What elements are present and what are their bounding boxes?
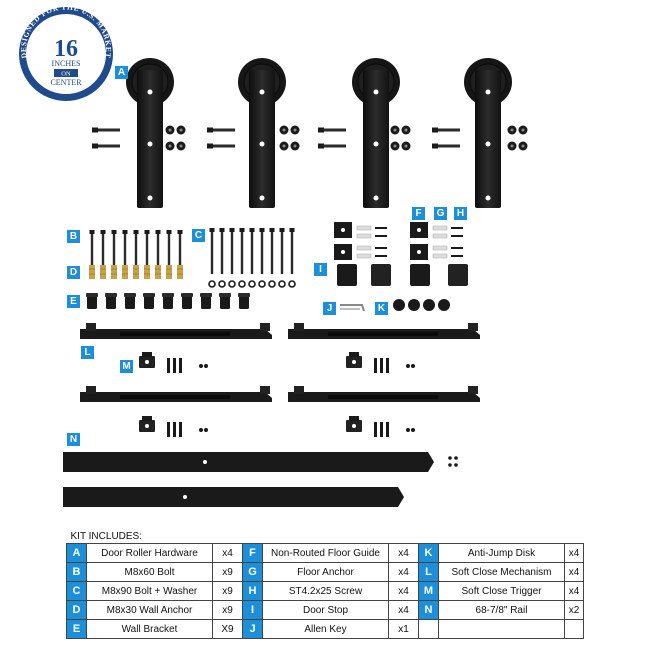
kit-item-qty: x1: [388, 619, 419, 639]
kit-letter: J: [242, 619, 263, 639]
part-i-door-stops: [337, 264, 468, 286]
table-row: A Door Roller Hardware x4 F Non-Routed F…: [66, 543, 585, 563]
callout-g: G: [434, 207, 447, 220]
part-fgh-floor-guides: [334, 222, 463, 260]
kit-item-name: Soft Close Mechanism: [438, 562, 565, 582]
part-c-bolts-washers: [208, 228, 296, 288]
table-row: C M8x90 Bolt + Washer x9 H ST4.2x25 Scre…: [66, 581, 585, 601]
kit-item-name: M8x60 Bolt: [86, 562, 213, 582]
part-a-door-rollers: [92, 57, 528, 209]
kit-letter: N: [418, 600, 439, 620]
callout-c: C: [192, 229, 205, 242]
callout-i: I: [314, 263, 327, 276]
kit-letter: A: [66, 543, 87, 563]
kit-item-name: Soft Close Trigger: [438, 581, 565, 601]
kit-letter: E: [66, 619, 87, 639]
kit-item-qty: x4: [212, 543, 243, 563]
kit-item-name: Door Stop: [262, 600, 389, 620]
kit-item-name: Floor Anchor: [262, 562, 389, 582]
kit-item-name-empty: [438, 619, 565, 639]
kit-item-name: Door Roller Hardware: [86, 543, 213, 563]
kit-letter: D: [66, 600, 87, 620]
callout-k: K: [375, 302, 388, 315]
kit-item-qty: x9: [212, 562, 243, 582]
kit-item-qty: x4: [388, 600, 419, 620]
kit-item-qty: x9: [212, 581, 243, 601]
kit-item-name: Wall Bracket: [86, 619, 213, 639]
hardware-illustration: DESIGNED FOR THE U.S. MARKET 16 INCHES O…: [19, 2, 528, 507]
kit-letter: H: [242, 581, 263, 601]
kit-letter: C: [66, 581, 87, 601]
kit-item-name: ST4.2x25 Screw: [262, 581, 389, 601]
callout-j: J: [323, 302, 336, 315]
part-k-anti-jump-disks: [393, 299, 450, 311]
part-d-wall-anchors: [88, 264, 184, 280]
callout-b: B: [67, 230, 80, 243]
callout-f: F: [412, 207, 425, 220]
kit-item-name: Allen Key: [262, 619, 389, 639]
kit-item-qty: x9: [212, 600, 243, 620]
kit-item-qty-empty: [563, 619, 585, 639]
kit-letter: B: [66, 562, 87, 582]
kit-item-qty: x4: [388, 543, 419, 563]
badge-line1: INCHES: [52, 59, 81, 68]
kit-item-qty: x4: [388, 581, 419, 601]
kit-item-qty: X9: [212, 619, 243, 639]
kit-letter: F: [242, 543, 263, 563]
table-row: B M8x60 Bolt x9 G Floor Anchor x4 L Soft…: [66, 562, 585, 582]
callout-a: A: [115, 66, 128, 79]
kit-item-name: Non-Routed Floor Guide: [262, 543, 389, 563]
kit-letter: G: [242, 562, 263, 582]
callout-e: E: [67, 295, 80, 308]
kit-item-name: Anti-Jump Disk: [438, 543, 565, 563]
kit-includes-table: KIT INCLUDES: A Door Roller Hardware x4 …: [66, 530, 585, 639]
callout-h: H: [454, 207, 467, 220]
part-e-wall-brackets: [86, 293, 250, 309]
kit-letter: I: [242, 600, 263, 620]
kit-letter-empty: [418, 619, 439, 639]
kit-letter: M: [418, 581, 439, 601]
callout-n: N: [67, 433, 80, 446]
kit-letter: L: [418, 562, 439, 582]
kit-item-name: 68-7/8" Rail: [438, 600, 565, 620]
table-row: E Wall Bracket X9 J Allen Key x1: [66, 619, 585, 639]
kit-includes-header: KIT INCLUDES:: [66, 530, 584, 544]
kit-item-name: M8x90 Bolt + Washer: [86, 581, 213, 601]
kit-item-qty: x4: [563, 543, 585, 563]
badge-number: 16: [54, 36, 78, 62]
kit-item-qty: x4: [563, 562, 585, 582]
table-row: D M8x30 Wall Anchor x9 I Door Stop x4 N …: [66, 600, 585, 620]
part-n-rails: [63, 452, 458, 507]
callout-d: D: [67, 266, 80, 279]
badge-line2: ON: [61, 71, 71, 78]
sixteen-inch-badge: DESIGNED FOR THE U.S. MARKET 16 INCHES O…: [19, 2, 113, 101]
kit-item-name: M8x30 Wall Anchor: [86, 600, 213, 620]
kit-item-qty: x4: [388, 562, 419, 582]
callout-m: M: [120, 360, 133, 373]
callout-l: L: [81, 346, 94, 359]
kit-item-qty: x2: [563, 600, 585, 620]
badge-line3: CENTER: [50, 78, 82, 87]
kit-letter: K: [418, 543, 439, 563]
kit-item-qty: x4: [563, 581, 585, 601]
part-j-allen-key: [340, 304, 365, 312]
